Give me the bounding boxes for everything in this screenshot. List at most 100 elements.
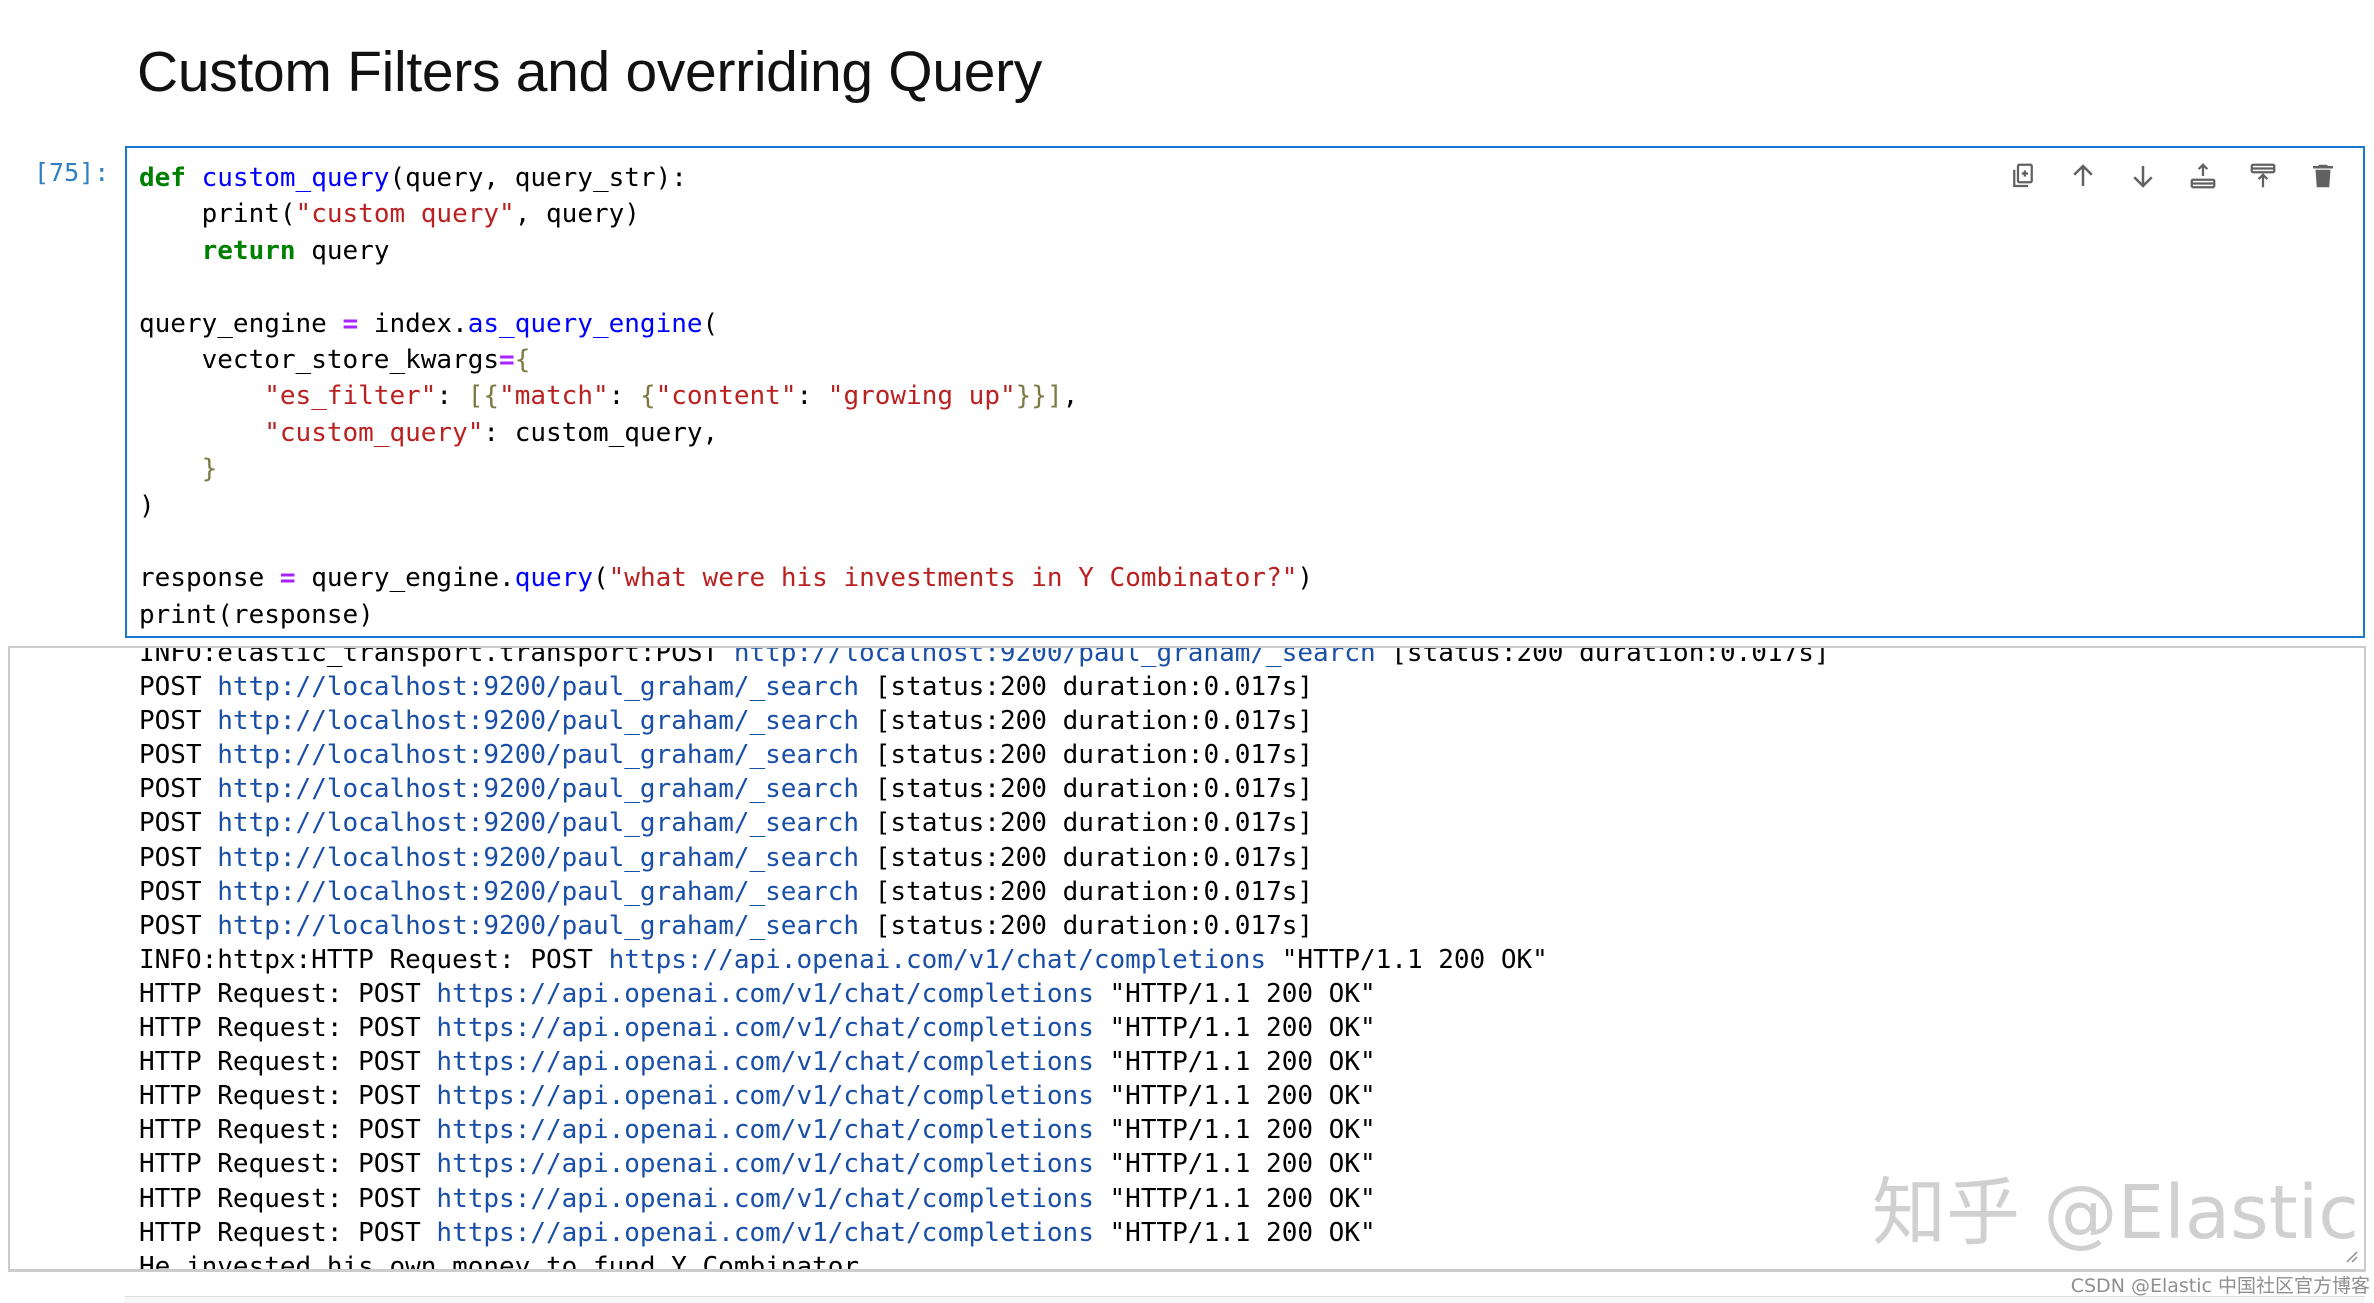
output-url-link[interactable]: http://localhost:9200/paul_graham/_searc…: [217, 842, 860, 873]
move-cell-up-button[interactable]: [2053, 154, 2113, 198]
output-url-link[interactable]: https://api.openai.com/v1/chat/completio…: [436, 1115, 1094, 1146]
output-text: POST: [139, 910, 218, 941]
csdn-credit: CSDN @Elastic 中国社区官方博客: [2070, 1275, 2370, 1297]
output-text: INFO:elastic_transport.transport:POST: [139, 646, 734, 668]
move-cell-down-button[interactable]: [2113, 154, 2173, 198]
code-text: (: [702, 308, 719, 339]
code-text: index.: [358, 308, 468, 339]
output-line: HTTP Request: POST https://api.openai.co…: [139, 1011, 1830, 1045]
output-url-link[interactable]: https://api.openai.com/v1/chat/completio…: [436, 978, 1094, 1009]
output-url-link[interactable]: https://api.openai.com/v1/chat/completio…: [436, 1217, 1094, 1248]
output-text: HTTP Request: POST: [139, 1217, 437, 1248]
code-text[interactable]: def custom_query(query, query_str): prin…: [139, 160, 1313, 633]
output-text: HTTP Request: POST: [139, 1081, 437, 1112]
insert-cell-above-button[interactable]: [2173, 154, 2233, 198]
output-text: HTTP Request: POST: [139, 1149, 437, 1180]
output-url-link[interactable]: https://api.openai.com/v1/chat/completio…: [436, 1149, 1094, 1180]
kw-def: def: [139, 163, 186, 193]
notebook-heading: Custom Filters and overriding Query: [137, 40, 1043, 104]
output-text: "HTTP/1.1 200 OK": [1093, 1013, 1376, 1044]
output-text: [status:200 duration:0.017s]: [1375, 646, 1830, 668]
output-line: POST http://localhost:9200/paul_graham/_…: [139, 670, 1830, 704]
output-text: [status:200 duration:0.017s]: [859, 740, 1314, 771]
code-string: "growing up": [827, 381, 1016, 412]
code-cell-editor[interactable]: def custom_query(query, query_str): prin…: [125, 146, 2365, 638]
code-text: print(response): [139, 599, 374, 630]
output-text: "HTTP/1.1 200 OK": [1093, 1149, 1376, 1180]
output-text: [status:200 duration:0.017s]: [859, 706, 1314, 737]
code-bracket: }: [201, 454, 218, 485]
code-text: :: [796, 381, 828, 412]
code-bracket: {: [514, 345, 531, 376]
code-text: , query): [514, 199, 640, 230]
output-url-link[interactable]: https://api.openai.com/v1/chat/completio…: [608, 944, 1267, 975]
code-string: "es_filter": [264, 381, 437, 412]
code-string: "what were his investments in Y Combinat…: [608, 563, 1298, 594]
output-text: "HTTP/1.1 200 OK": [1093, 1217, 1376, 1248]
output-line: HTTP Request: POST https://api.openai.co…: [139, 977, 1830, 1011]
output-text: "HTTP/1.1 200 OK": [1093, 1183, 1376, 1214]
output-text: He invested his own money to fund Y Comb…: [139, 1251, 875, 1272]
duplicate-cell-button[interactable]: [1993, 154, 2053, 198]
output-line: INFO:elastic_transport.transport:POST ht…: [139, 646, 1830, 670]
cell-execution-count: [75]:: [34, 158, 110, 187]
code-string: "match": [499, 381, 609, 412]
code-text: query_engine: [139, 308, 343, 339]
next-cell-edge: [125, 1296, 2365, 1303]
output-url-link[interactable]: http://localhost:9200/paul_graham/_searc…: [217, 910, 860, 941]
output-url-link[interactable]: http://localhost:9200/paul_graham/_searc…: [217, 706, 860, 737]
code-string: "content": [655, 381, 797, 412]
output-line: HTTP Request: POST https://api.openai.co…: [139, 1147, 1830, 1181]
output-url-link[interactable]: http://localhost:9200/paul_graham/_searc…: [217, 774, 860, 805]
output-line: POST http://localhost:9200/paul_graham/_…: [139, 875, 1830, 909]
insert-cell-below-button[interactable]: [2233, 154, 2293, 198]
code-bracket: }}]: [1015, 381, 1063, 412]
code-text: print(: [201, 199, 296, 230]
kw-return: return: [201, 235, 296, 266]
code-text: ,: [1062, 381, 1079, 412]
output-text: [status:200 duration:0.017s]: [859, 672, 1314, 703]
output-line: HTTP Request: POST https://api.openai.co…: [139, 1079, 1830, 1113]
fn-query: query: [514, 563, 593, 594]
output-log: INFO:elastic_transport.transport:POST ht…: [139, 646, 1830, 1272]
code-text: (query, query_str):: [389, 163, 687, 193]
output-url-link[interactable]: http://localhost:9200/paul_graham/_searc…: [217, 808, 860, 839]
code-operator: =: [279, 563, 296, 594]
output-line: POST http://localhost:9200/paul_graham/_…: [139, 704, 1830, 738]
output-text: "HTTP/1.1 200 OK": [1093, 1115, 1376, 1146]
output-text: [status:200 duration:0.017s]: [859, 876, 1314, 907]
arrow-up-icon: [2073, 164, 2093, 186]
code-text: :: [436, 381, 468, 412]
zhihu-watermark: 知乎 @Elastic: [1872, 1170, 2359, 1256]
code-string: "custom query": [295, 199, 515, 230]
output-line: HTTP Request: POST https://api.openai.co…: [139, 1045, 1830, 1079]
code-text: response: [139, 563, 280, 594]
output-text: HTTP Request: POST: [139, 1013, 437, 1044]
output-url-link[interactable]: http://localhost:9200/paul_graham/_searc…: [217, 876, 860, 907]
code-text: ): [1297, 563, 1314, 594]
output-text: "HTTP/1.1 200 OK": [1093, 978, 1376, 1009]
output-text: POST: [139, 808, 218, 839]
output-text: POST: [139, 672, 218, 703]
cell-toolbar: [1993, 154, 2353, 198]
output-text: HTTP Request: POST: [139, 978, 437, 1009]
output-text: "HTTP/1.1 200 OK": [1093, 1081, 1376, 1112]
output-line: HTTP Request: POST https://api.openai.co…: [139, 1216, 1830, 1250]
output-url-link[interactable]: http://localhost:9200/paul_graham/_searc…: [217, 740, 860, 771]
output-url-link[interactable]: https://api.openai.com/v1/chat/completio…: [436, 1013, 1094, 1044]
arrow-down-icon: [2133, 166, 2153, 188]
output-url-link[interactable]: http://localhost:9200/paul_graham/_searc…: [217, 672, 860, 703]
code-text: (: [592, 563, 609, 594]
code-bracket: [{: [467, 381, 500, 412]
code-text: :: [608, 381, 640, 412]
resize-handle-icon[interactable]: [2342, 1247, 2358, 1263]
insert-above-icon: [2190, 163, 2216, 189]
output-url-link[interactable]: https://api.openai.com/v1/chat/completio…: [436, 1081, 1094, 1112]
cell-output-area[interactable]: INFO:elastic_transport.transport:POST ht…: [8, 646, 2366, 1272]
output-url-link[interactable]: https://api.openai.com/v1/chat/completio…: [436, 1047, 1094, 1078]
fn-as-query-engine: as_query_engine: [467, 308, 703, 339]
delete-cell-button[interactable]: [2293, 154, 2353, 198]
output-url-link[interactable]: http://localhost:9200/paul_graham/_searc…: [733, 646, 1376, 668]
output-text: POST: [139, 876, 218, 907]
output-url-link[interactable]: https://api.openai.com/v1/chat/completio…: [436, 1183, 1094, 1214]
